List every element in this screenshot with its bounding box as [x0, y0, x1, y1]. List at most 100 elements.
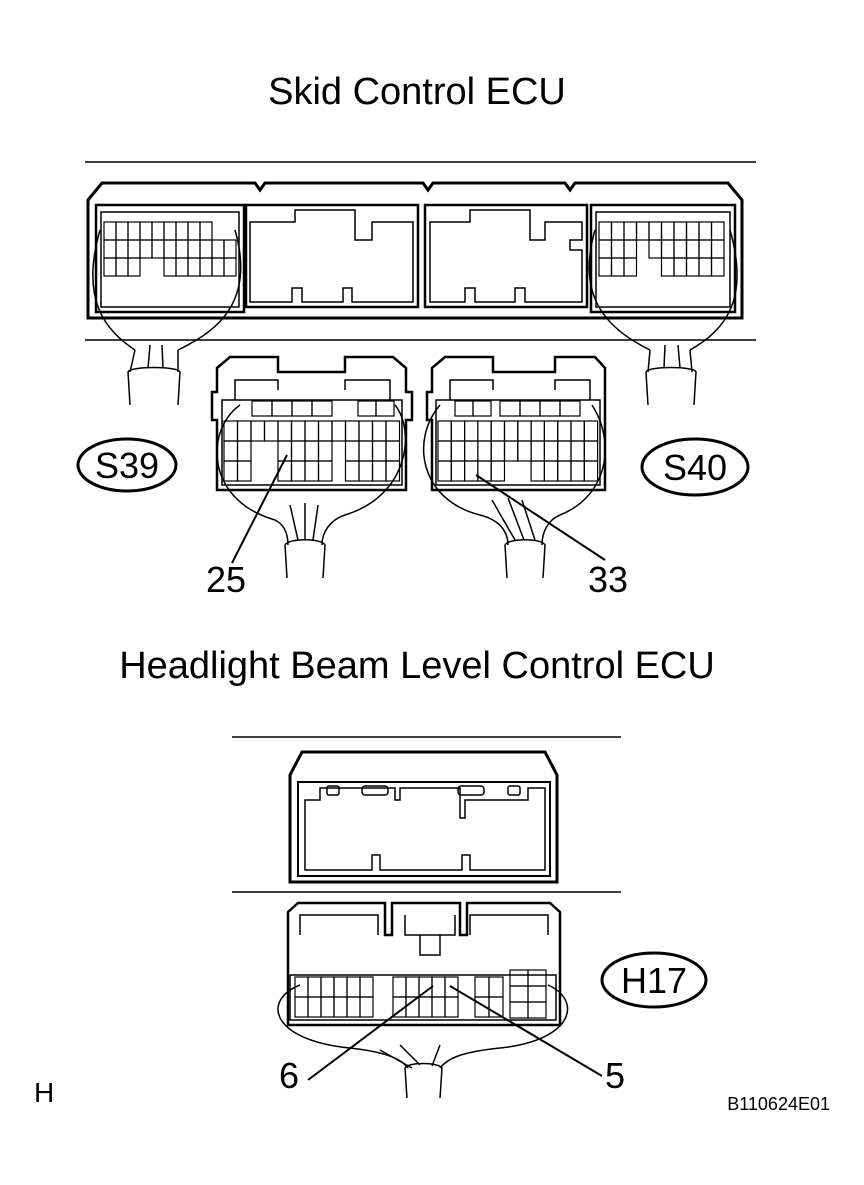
pin-cavity — [710, 221, 725, 241]
pin-cavity — [464, 460, 479, 482]
pin-cavity — [557, 440, 572, 462]
pin-cavity — [444, 996, 459, 1018]
pin-cavity — [509, 1001, 529, 1019]
pin-cavity — [151, 239, 165, 259]
s40-label-oval — [640, 437, 750, 497]
pin-cavity — [685, 221, 700, 241]
pin-cavity — [490, 460, 506, 482]
pin-cavity — [490, 420, 506, 442]
pin-cavity — [598, 257, 613, 277]
pin-cavity — [559, 400, 581, 417]
pin-cavity — [223, 440, 239, 462]
pin-cavity — [472, 400, 492, 417]
pin-cavity — [431, 996, 446, 1018]
pin-cavity — [557, 460, 572, 482]
pin-cavity — [250, 420, 266, 442]
pin-cavity — [635, 221, 650, 241]
pin-cavity — [358, 440, 374, 462]
pin-cavity — [346, 996, 361, 1018]
pin-cavity — [236, 460, 252, 482]
pin-cavity — [488, 976, 504, 998]
pin-cavity — [304, 420, 320, 442]
pin-cavity — [673, 221, 688, 241]
h17-label-oval — [600, 951, 708, 1009]
pin-cavity — [344, 440, 360, 462]
pin-cavity — [317, 420, 333, 442]
pin-cavity — [346, 976, 361, 998]
s40-pin-number: 33 — [588, 559, 628, 600]
h17-harness — [277, 984, 569, 1099]
ecu-right-pin-grid — [598, 221, 725, 277]
pin-cavity — [477, 420, 492, 442]
connector-s40-housing — [425, 355, 607, 492]
connector-s39-pin-grid — [223, 400, 401, 482]
pin-cavity — [418, 996, 433, 1018]
pin-cavity — [490, 440, 506, 462]
pin-cavity — [385, 460, 401, 482]
pin-cavity — [698, 239, 713, 259]
pin-cavity — [698, 221, 713, 241]
s40-label: S40 — [663, 447, 727, 488]
pin-cavity — [187, 221, 201, 241]
pin-cavity — [320, 996, 335, 1018]
pin-cavity — [151, 221, 165, 241]
connector-h17-housing — [286, 901, 562, 1027]
pin-cavity — [610, 257, 625, 277]
s39-label-oval — [76, 437, 178, 493]
pin-cavity — [263, 420, 279, 442]
pin-cavity — [223, 257, 237, 277]
pin-cavity — [405, 976, 420, 998]
pin-cavity — [474, 976, 490, 998]
pin-cavity — [290, 440, 306, 462]
pin-cavity — [450, 420, 466, 442]
pin-cavity — [648, 221, 663, 241]
s39-label: S39 — [95, 445, 159, 486]
pin-cavity — [317, 440, 333, 462]
pin-cavity — [115, 257, 129, 277]
pin-cavity — [570, 440, 585, 462]
pin-cavity — [710, 239, 725, 259]
pin-cavity — [223, 420, 239, 442]
pin-cavity — [517, 420, 532, 442]
pin-cavity — [103, 221, 117, 241]
pin-cavity — [509, 969, 529, 987]
pin-cavity — [660, 221, 675, 241]
pin-cavity — [610, 221, 625, 241]
pin-cavity — [660, 239, 675, 259]
pin-cavity — [139, 221, 153, 241]
pin-cavity — [437, 420, 452, 442]
pin-cavity — [277, 460, 293, 482]
pin-cavity — [236, 440, 252, 462]
pin-cavity — [437, 460, 452, 482]
pin-cavity — [598, 221, 613, 241]
pin-cavity — [358, 420, 374, 442]
pin-cavity — [139, 239, 153, 259]
pin-cavity — [530, 460, 545, 482]
pin-cavity — [464, 440, 479, 462]
pin-cavity — [163, 257, 177, 277]
h17-pin5-leader — [449, 985, 603, 1077]
h17-pin-5: 5 — [605, 1055, 625, 1096]
pin-cavity — [673, 239, 688, 259]
pin-cavity — [344, 460, 360, 482]
pin-cavity — [103, 257, 117, 277]
pin-cavity — [304, 460, 320, 482]
s39-harness — [216, 404, 407, 579]
pin-cavity — [431, 976, 446, 998]
headlight-ecu-housing — [232, 736, 621, 893]
pin-cavity — [392, 976, 407, 998]
pin-cavity — [488, 996, 504, 1018]
pin-cavity — [359, 996, 374, 1018]
pin-cavity — [187, 257, 201, 277]
pin-cavity — [519, 400, 541, 417]
pin-cavity — [371, 460, 387, 482]
pin-cavity — [499, 400, 521, 417]
pin-cavity — [698, 257, 713, 277]
pin-cavity — [450, 460, 466, 482]
h17-label: H17 — [621, 960, 687, 1001]
pin-cavity — [223, 460, 239, 482]
pin-cavity — [503, 440, 519, 462]
pin-cavity — [583, 460, 599, 482]
s39-pin-leader — [231, 454, 288, 564]
pin-cavity — [211, 239, 225, 259]
